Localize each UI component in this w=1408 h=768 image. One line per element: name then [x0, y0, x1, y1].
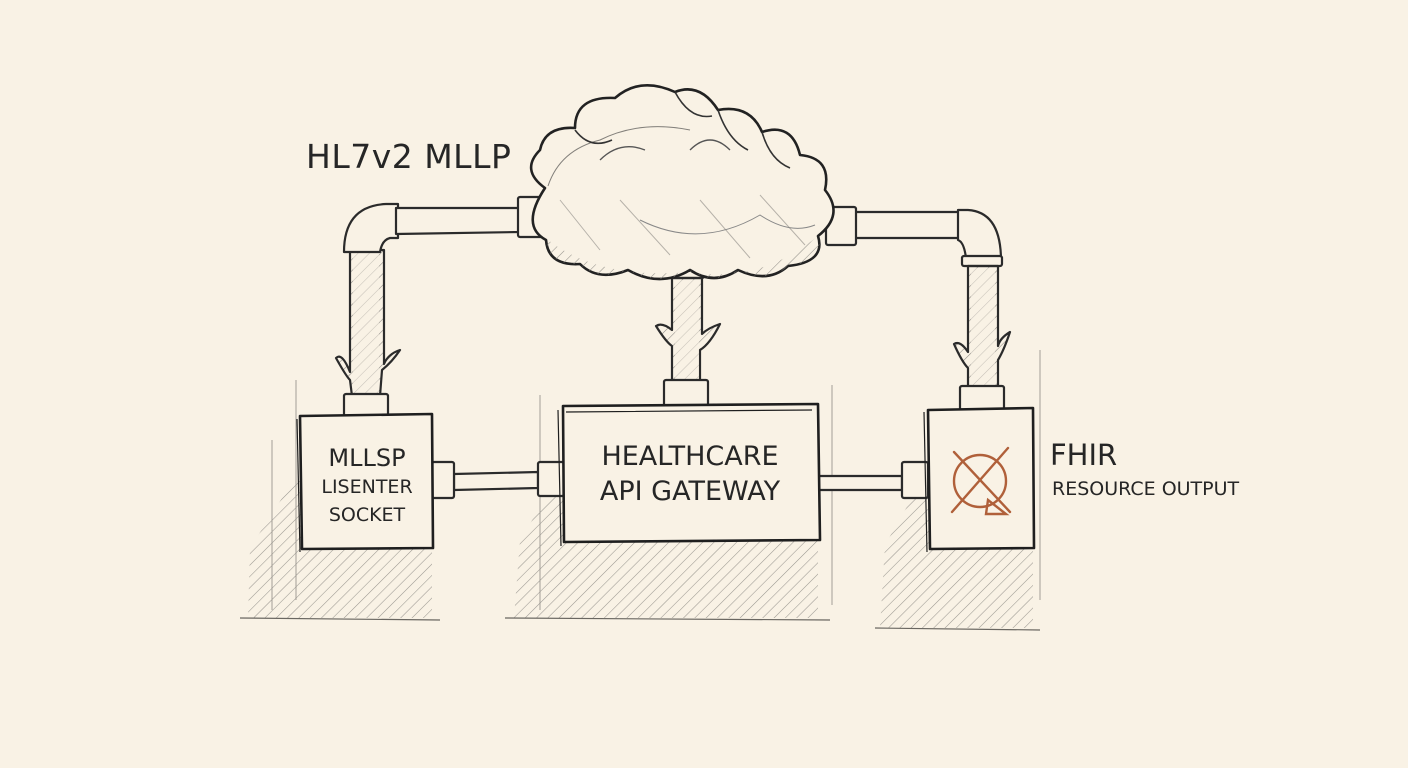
top-left-pipe	[394, 206, 522, 236]
protocol-label: HL7v2 MLLP	[306, 137, 512, 176]
listener-top-coupling	[342, 392, 390, 418]
listener-label-line1: MLLSP	[328, 444, 406, 472]
gateway-label-line2: API GATEWAY	[599, 476, 781, 507]
listener-label: MLLSP LISENTER SOCKET	[302, 446, 432, 525]
cloud-icon	[529, 83, 835, 281]
top-right-pipe	[850, 210, 962, 240]
gateway-label-line1: HEALTHCARE	[601, 441, 779, 472]
listener-label-line2: LISENTER	[321, 476, 413, 498]
gateway-box	[561, 402, 822, 544]
output-left-coupling	[900, 460, 930, 500]
fhir-subtitle: RESOURCE OUTPUT	[1052, 478, 1240, 500]
right-elbow-joint	[956, 208, 1003, 260]
listener-label-line3: SOCKET	[328, 504, 406, 526]
gateway-label: HEALTHCARE API GATEWAY	[563, 443, 817, 505]
output-top-coupling	[958, 384, 1006, 412]
fhir-resource-icon	[950, 446, 1012, 516]
listener-gateway-pipe	[452, 470, 540, 492]
fhir-title: FHIR	[1050, 438, 1118, 472]
gateway-output-pipe	[816, 474, 904, 492]
gateway-top-coupling	[662, 378, 710, 408]
pipe-network	[334, 195, 1012, 500]
listener-side-coupling	[430, 460, 456, 500]
listener-box	[298, 412, 435, 551]
left-elbow-joint	[342, 202, 400, 254]
